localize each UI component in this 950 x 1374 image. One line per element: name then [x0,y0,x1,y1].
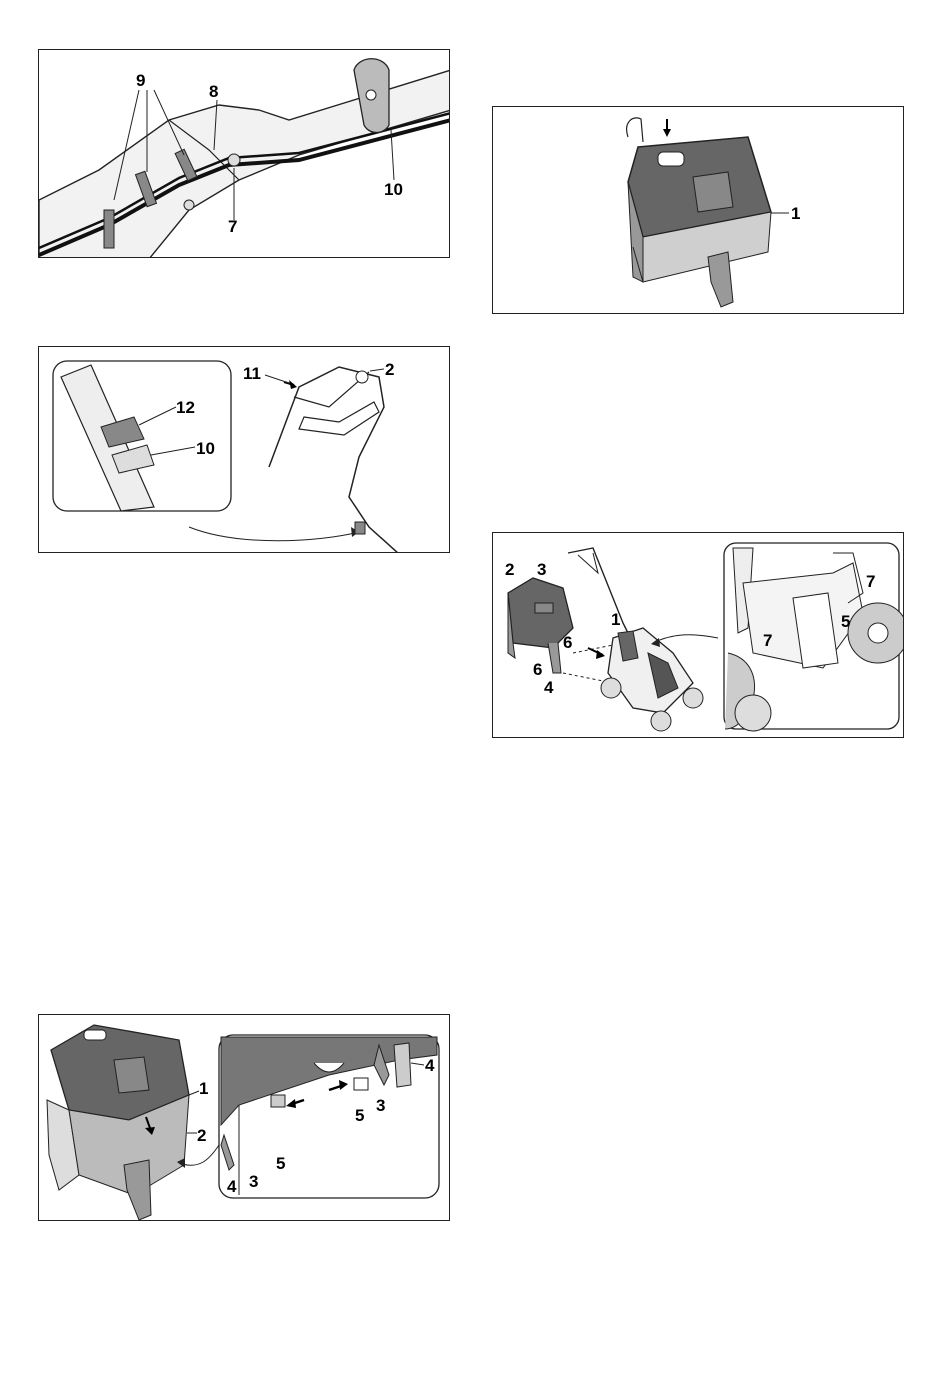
callout-6: 6 [563,634,572,651]
figure-catcher-hinge-detail: 1 2 4 3 5 4 3 5 [38,1014,450,1221]
callout-5: 5 [276,1155,285,1172]
catcher-hinge-drawing [39,1015,450,1221]
callout-10: 10 [384,181,403,198]
callout-9: 9 [136,72,145,89]
figure-grass-catcher-lid: 1 [492,106,904,314]
handle-cable-drawing [39,50,450,258]
callout-3: 3 [249,1173,258,1190]
callout-7: 7 [228,218,237,235]
callout-5: 5 [841,613,850,630]
callout-11: 11 [243,365,261,382]
callout-7: 7 [866,573,875,590]
callout-3: 3 [537,561,546,578]
callout-12: 12 [176,399,195,416]
figure-cable-clip-detail: 11 2 12 10 [38,346,450,553]
callout-5: 5 [355,1107,364,1124]
figure-handle-cable: 9 8 7 10 [38,49,450,258]
callout-1: 1 [199,1080,208,1097]
callout-1: 1 [611,611,620,628]
callout-2: 2 [385,361,394,378]
callout-4: 4 [544,679,553,696]
callout-1: 1 [791,205,800,222]
callout-6: 6 [533,661,542,678]
figure-mower-catcher-attach: 2 3 1 6 6 4 7 5 7 [492,532,904,738]
callout-2: 2 [505,561,514,578]
callout-4: 4 [227,1178,236,1195]
callout-4: 4 [425,1057,434,1074]
mower-catcher-drawing [493,533,904,738]
callout-7: 7 [763,632,772,649]
callout-3: 3 [376,1097,385,1114]
callout-10: 10 [196,440,215,457]
callout-2: 2 [197,1127,206,1144]
callout-8: 8 [209,83,218,100]
grass-catcher-lid-drawing [493,107,904,314]
